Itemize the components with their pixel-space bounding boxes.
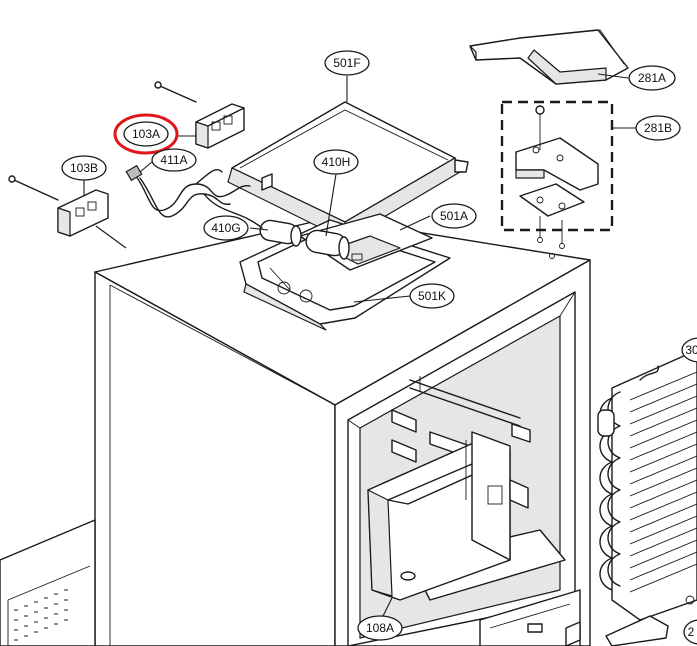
part-108A-duct-cover xyxy=(367,431,529,601)
part-410H-capacitor xyxy=(305,229,350,260)
part-281A-hinge-cover xyxy=(469,29,629,85)
callout-501F: 501F xyxy=(324,50,370,76)
callout-410G: 410G xyxy=(203,215,249,241)
callout-label: 30 xyxy=(685,343,697,357)
part-103A-connector xyxy=(154,81,245,149)
callout-30-partial: 30 xyxy=(681,337,697,363)
part-evaporator xyxy=(597,349,697,646)
callout-label: 501F xyxy=(333,56,360,70)
leader-lines xyxy=(83,73,636,617)
callout-108A: 108A xyxy=(357,615,403,641)
callout-411A: 411A xyxy=(151,148,197,172)
highlight-circle xyxy=(113,113,179,155)
callout-2-partial: 2 xyxy=(683,619,697,645)
part-281B-hinge-assembly xyxy=(500,100,614,259)
callout-label: 281B xyxy=(644,121,672,135)
callout-label: 411A xyxy=(160,153,187,167)
callout-410H: 410H xyxy=(313,149,359,175)
callout-501K: 501K xyxy=(409,283,455,309)
callout-label: 108A xyxy=(366,621,394,635)
vent-grille xyxy=(0,519,96,646)
callout-label: 410G xyxy=(211,221,240,235)
part-410G-capacitor xyxy=(259,219,302,247)
part-411A-wire-harness xyxy=(125,164,263,229)
callout-501A: 501A xyxy=(431,203,477,229)
part-103B-connector xyxy=(8,175,109,237)
callout-label: 103B xyxy=(70,161,98,175)
callout-103A: 103A xyxy=(113,113,179,155)
callout-label: 501A xyxy=(440,209,468,223)
callout-label: 501K xyxy=(418,289,446,303)
callout-label: 2 xyxy=(688,625,695,639)
callout-label: 410H xyxy=(322,155,351,169)
callout-281B: 281B xyxy=(635,115,681,141)
callout-label: 281A xyxy=(638,71,666,85)
callout-281A: 281A xyxy=(628,65,676,91)
callout-103B: 103B xyxy=(61,155,107,181)
callout-label: 103A xyxy=(132,127,160,141)
